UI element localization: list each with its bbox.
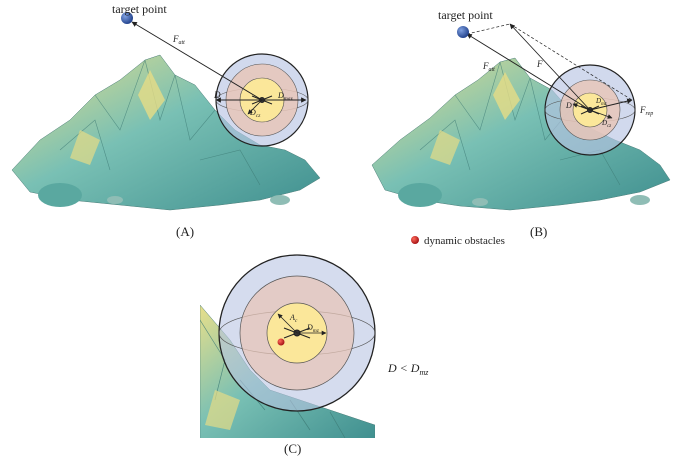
- fatt-vector-b: [466, 33, 591, 111]
- panel-b: target point Fatt F Frep D Dmz Dcz (B): [371, 8, 671, 239]
- f-vector-b: [509, 23, 591, 111]
- target-point-a-icon: [121, 12, 133, 24]
- dcz-label-b: Dcz: [601, 119, 611, 129]
- safety-spheres-c: [218, 254, 376, 412]
- dmz-label-c: Dmz: [306, 323, 320, 334]
- panel-c: Ac Dmz D < Dmz (C): [200, 254, 429, 456]
- frep-label-b: Frep: [639, 105, 653, 117]
- helper-line-1: [466, 23, 511, 35]
- fatt-label-a: Fatt: [172, 34, 185, 46]
- target-point-b-icon: [457, 26, 469, 38]
- dcz-label-a: Dcz: [249, 108, 261, 119]
- caption-b: (B): [530, 224, 547, 239]
- helper-line-2: [509, 23, 633, 101]
- fatt-label-b: Fatt: [482, 61, 495, 73]
- dmz-label-b: Dmz: [595, 97, 607, 107]
- dmax-label-a: Dmax: [277, 91, 294, 102]
- dynamic-obstacle-c-icon: [277, 338, 285, 346]
- f-label-b: F: [536, 59, 543, 69]
- mountain-b: [371, 57, 671, 211]
- inequality-label-c: D < Dmz: [387, 361, 429, 377]
- legend-dynamic-obstacles: dynamic obstacles: [424, 235, 505, 247]
- target-label-b: target point: [438, 8, 493, 22]
- panel-a: target point Fatt D Dmax Dcz (A): [11, 2, 321, 239]
- caption-c: (C): [284, 441, 301, 456]
- mountain-a: [11, 54, 321, 211]
- d-label-a: D: [213, 90, 221, 100]
- ac-label-c: Ac: [289, 313, 298, 324]
- caption-a: (A): [176, 224, 194, 239]
- target-label-a: target point: [112, 2, 167, 16]
- legend: dynamic obstacles: [411, 235, 505, 247]
- d-label-b: D: [565, 101, 572, 110]
- dynamic-obstacle-marker-icon: [411, 236, 419, 244]
- fatt-vector-a: [131, 21, 263, 101]
